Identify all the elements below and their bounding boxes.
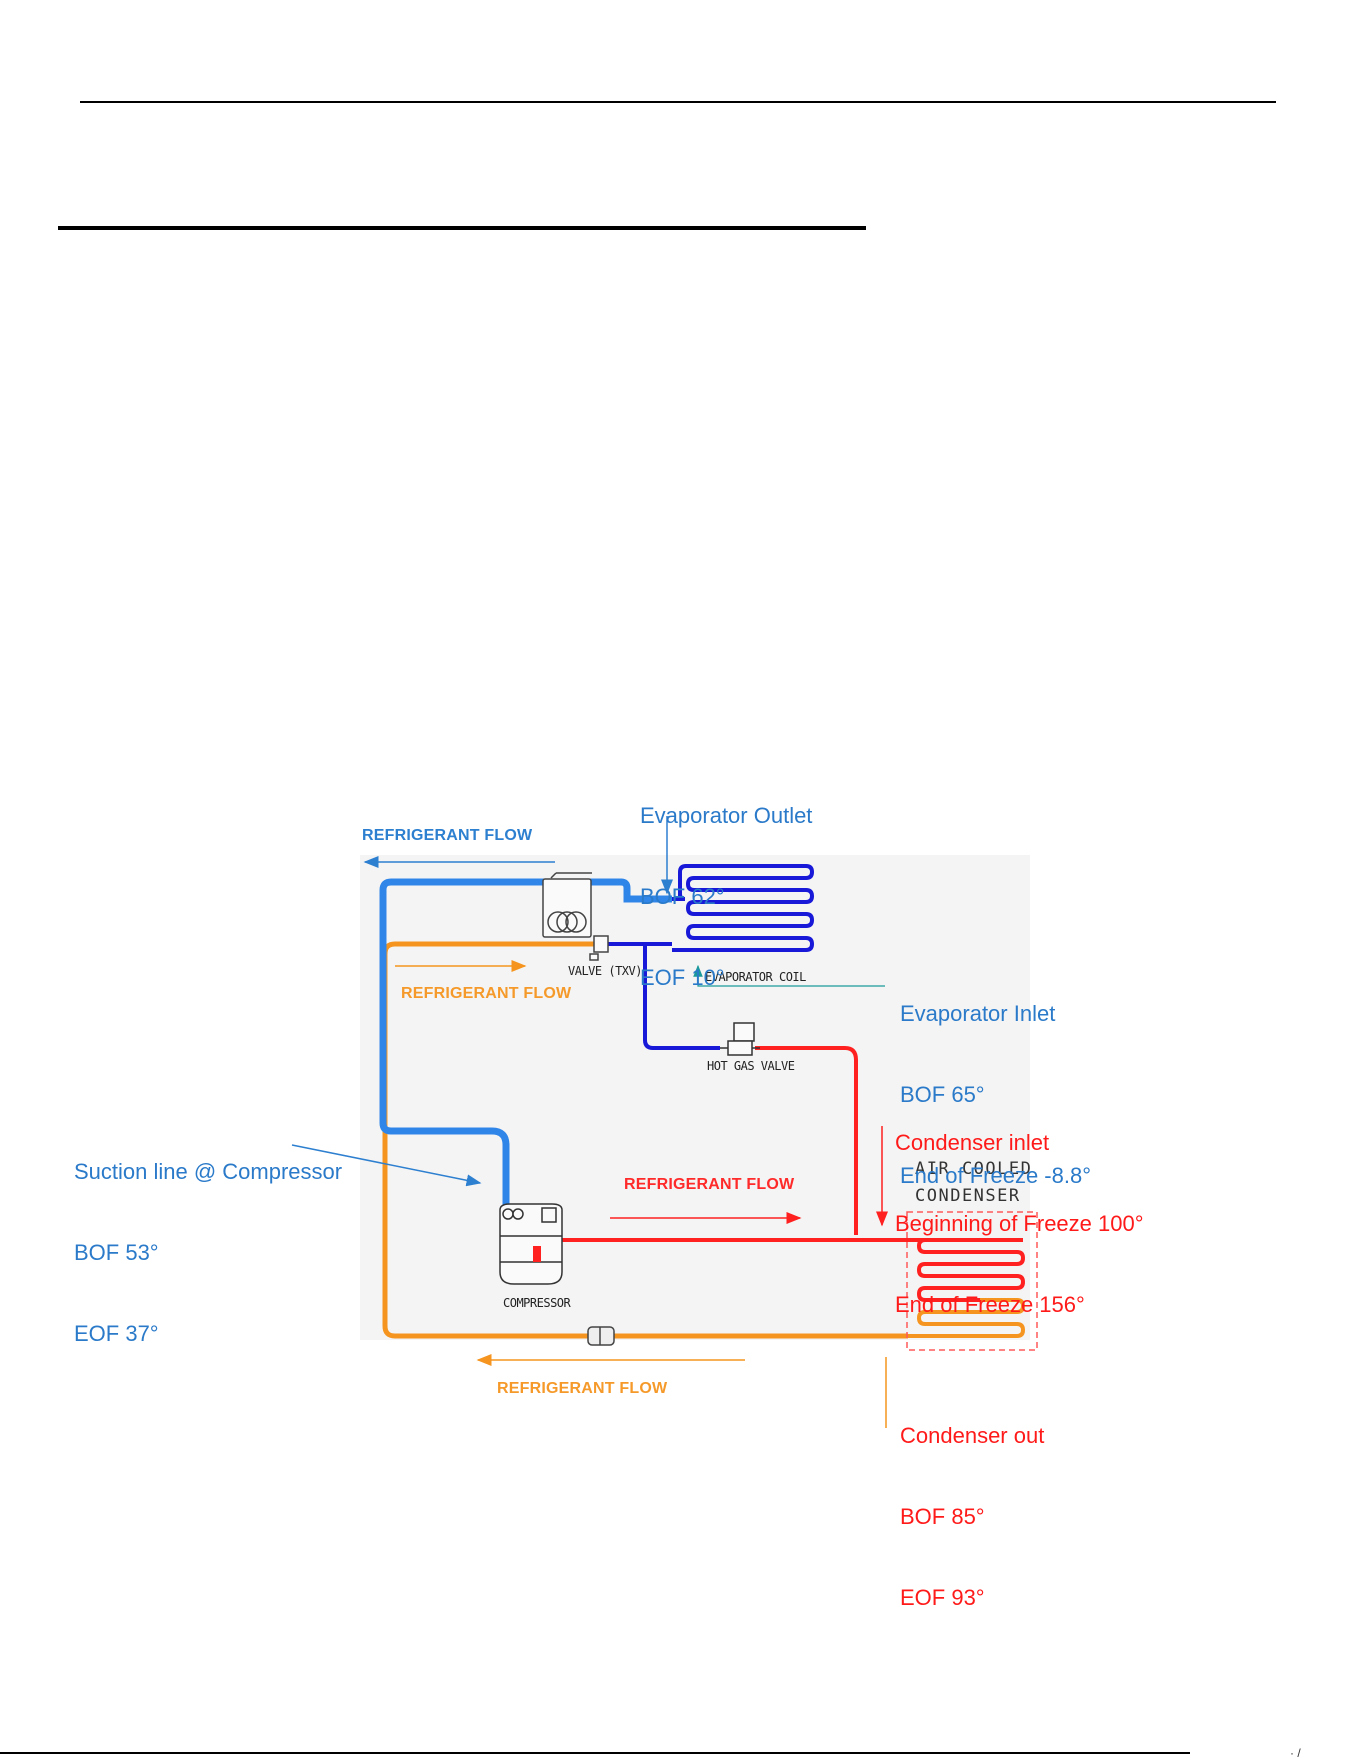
liquid-line — [382, 941, 908, 1339]
suction-eof: EOF 37° — [74, 1321, 159, 1346]
suction-line — [379, 878, 672, 1210]
suction-title: Suction line @ Compressor — [74, 1159, 343, 1184]
suction-line-callout: Suction line @ Compressor BOF 53° EOF 37… — [74, 1104, 342, 1374]
compressor-symbol — [499, 1203, 563, 1285]
condenser-coil — [908, 1238, 1026, 1338]
cond-out-eof: EOF 93° — [900, 1585, 985, 1610]
hot-gas-valve-label: HOT GAS VALVE — [707, 1059, 795, 1073]
page-mark: · / — [1290, 1746, 1301, 1760]
cond-out-title: Condenser out — [900, 1423, 1045, 1448]
evap-outlet-title: Evaporator Outlet — [640, 803, 813, 828]
pointer-evap-inlet — [693, 964, 885, 987]
diagram-background — [360, 855, 1030, 1340]
evaporator-inlet-callout: Evaporator Inlet BOF 65° End of Freeze -… — [900, 946, 1091, 1216]
evap-outlet-eof: EOF 10° — [640, 965, 725, 990]
condenser-label-1: AIR COOLED — [915, 1159, 1033, 1179]
hot-gas-navy-line — [643, 944, 720, 1050]
condenser-out-callout: Condenser out BOF 85° EOF 93° — [900, 1368, 1044, 1638]
cond-inlet-bof: Beginning of Freeze 100° — [895, 1211, 1144, 1236]
condenser-box — [906, 1211, 1038, 1351]
filter-drier-symbol — [587, 1326, 615, 1346]
evap-inlet-bof: BOF 65° — [900, 1082, 985, 1107]
flow-label-upper-orange: REFRIGERANT FLOW — [401, 985, 572, 1002]
evap-inlet-eof: End of Freeze -8.8° — [900, 1163, 1092, 1188]
flow-label-bottom-orange: REFRIGERANT FLOW — [497, 1380, 668, 1397]
compressor-label: COMPRESSOR — [503, 1296, 571, 1310]
flow-label-top: REFRIGERANT FLOW — [362, 827, 533, 844]
evap-outlet-bof: BOF 62° — [640, 884, 725, 909]
flow-label-middle-red: REFRIGERANT FLOW — [624, 1176, 795, 1193]
hot-gas-valve-symbol — [720, 1022, 760, 1056]
bottom-rule — [0, 1752, 1190, 1754]
condenser-inlet-callout: Condenser inlet Beginning of Freeze 100°… — [895, 1075, 1144, 1345]
evaporator-coil-label: EVAPORATOR COIL — [705, 970, 806, 984]
cond-inlet-title: Condenser inlet — [895, 1130, 1050, 1155]
evap-inlet-title: Evaporator Inlet — [900, 1001, 1056, 1026]
cond-inlet-eof: End of Freeze 156° — [895, 1292, 1085, 1317]
txv-valve-label: VALVE (TXV) — [568, 964, 642, 978]
section-rule — [58, 226, 866, 230]
txv-valve — [542, 872, 609, 961]
cond-out-bof: BOF 85° — [900, 1504, 985, 1529]
evaporator-coil — [672, 864, 815, 952]
hot-gas-red-line — [755, 1046, 858, 1235]
evaporator-outlet-callout: Evaporator Outlet BOF 62° EOF 10° — [640, 748, 812, 1018]
suction-bof: BOF 53° — [74, 1240, 159, 1265]
condenser-label-2: CONDENSER — [915, 1186, 1021, 1206]
pointer-suction — [291, 1144, 482, 1187]
top-rule — [80, 101, 1276, 103]
